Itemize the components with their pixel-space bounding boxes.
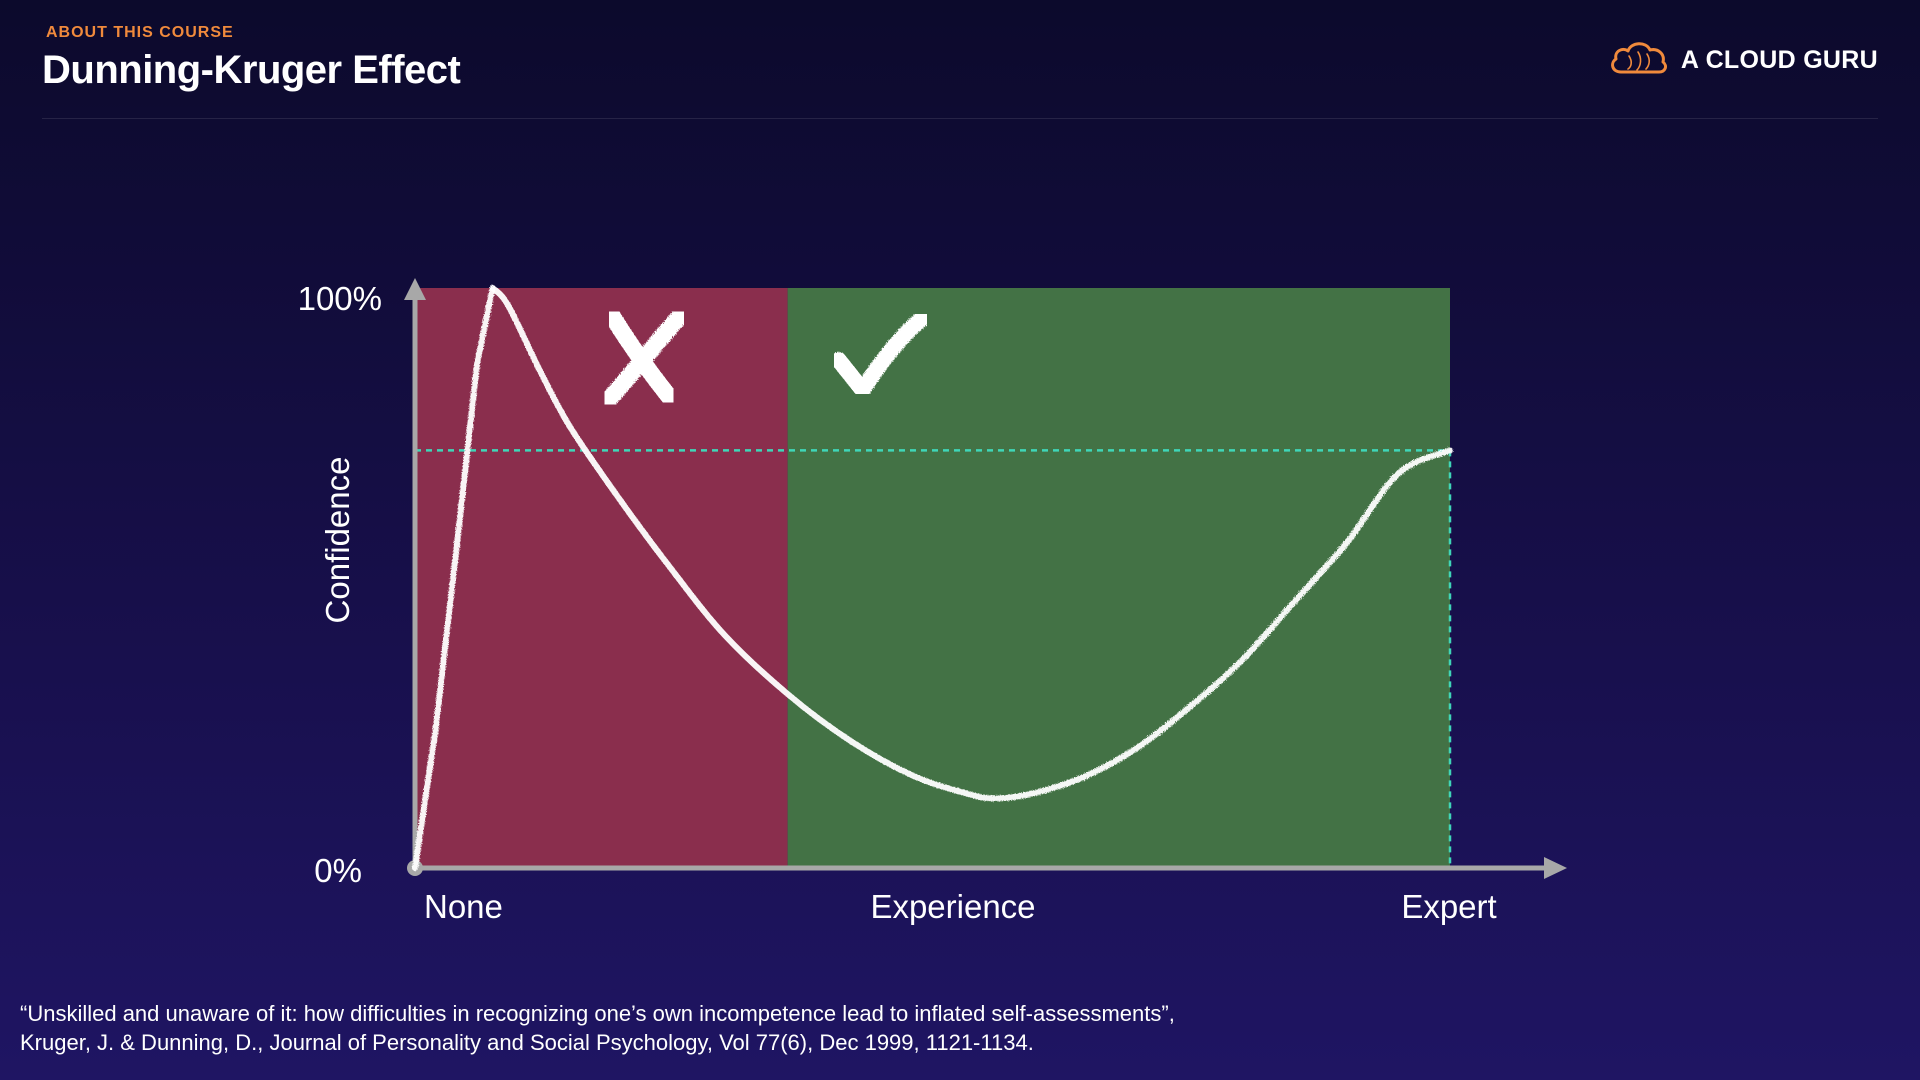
y-axis-arrow bbox=[404, 278, 426, 300]
citation-source: Kruger, J. & Dunning, D., Journal of Per… bbox=[20, 1030, 1034, 1055]
cloud-icon bbox=[1607, 38, 1669, 83]
brand-name: A CLOUD GURU bbox=[1680, 45, 1878, 74]
cross-icon bbox=[599, 307, 689, 409]
citation-title: “Unskilled and unaware of it: how diffic… bbox=[20, 1001, 1175, 1026]
checkmark-stroke bbox=[830, 310, 931, 398]
x-axis-arrow bbox=[1544, 857, 1567, 879]
x-tick-label-expert: Expert bbox=[1401, 888, 1496, 925]
brand-logo: A CLOUD GURU bbox=[1607, 38, 1878, 82]
confidence-curve-rise bbox=[412, 285, 496, 871]
x-tick-label-none: None bbox=[424, 888, 503, 925]
y-axis-title: Confidence bbox=[319, 457, 356, 624]
y-tick-label-max: 100% bbox=[298, 280, 382, 317]
page-title: Dunning-Kruger Effect bbox=[42, 48, 461, 92]
citation: “Unskilled and unaware of it: how diffic… bbox=[20, 999, 1175, 1057]
zone-incompetent bbox=[415, 288, 788, 868]
cross-stroke-2 bbox=[599, 307, 689, 409]
slide-header: ABOUT THIS COURSE Dunning-Kruger Effect … bbox=[0, 0, 1920, 124]
header-divider bbox=[42, 118, 1878, 119]
confidence-curve-fall bbox=[489, 285, 1453, 802]
section-eyebrow: ABOUT THIS COURSE bbox=[46, 24, 234, 41]
checkmark-icon bbox=[830, 310, 931, 398]
zone-competent bbox=[787, 288, 1450, 868]
y-tick-label-min: 0% bbox=[314, 852, 362, 889]
x-tick-label-experience: Experience bbox=[870, 888, 1035, 925]
